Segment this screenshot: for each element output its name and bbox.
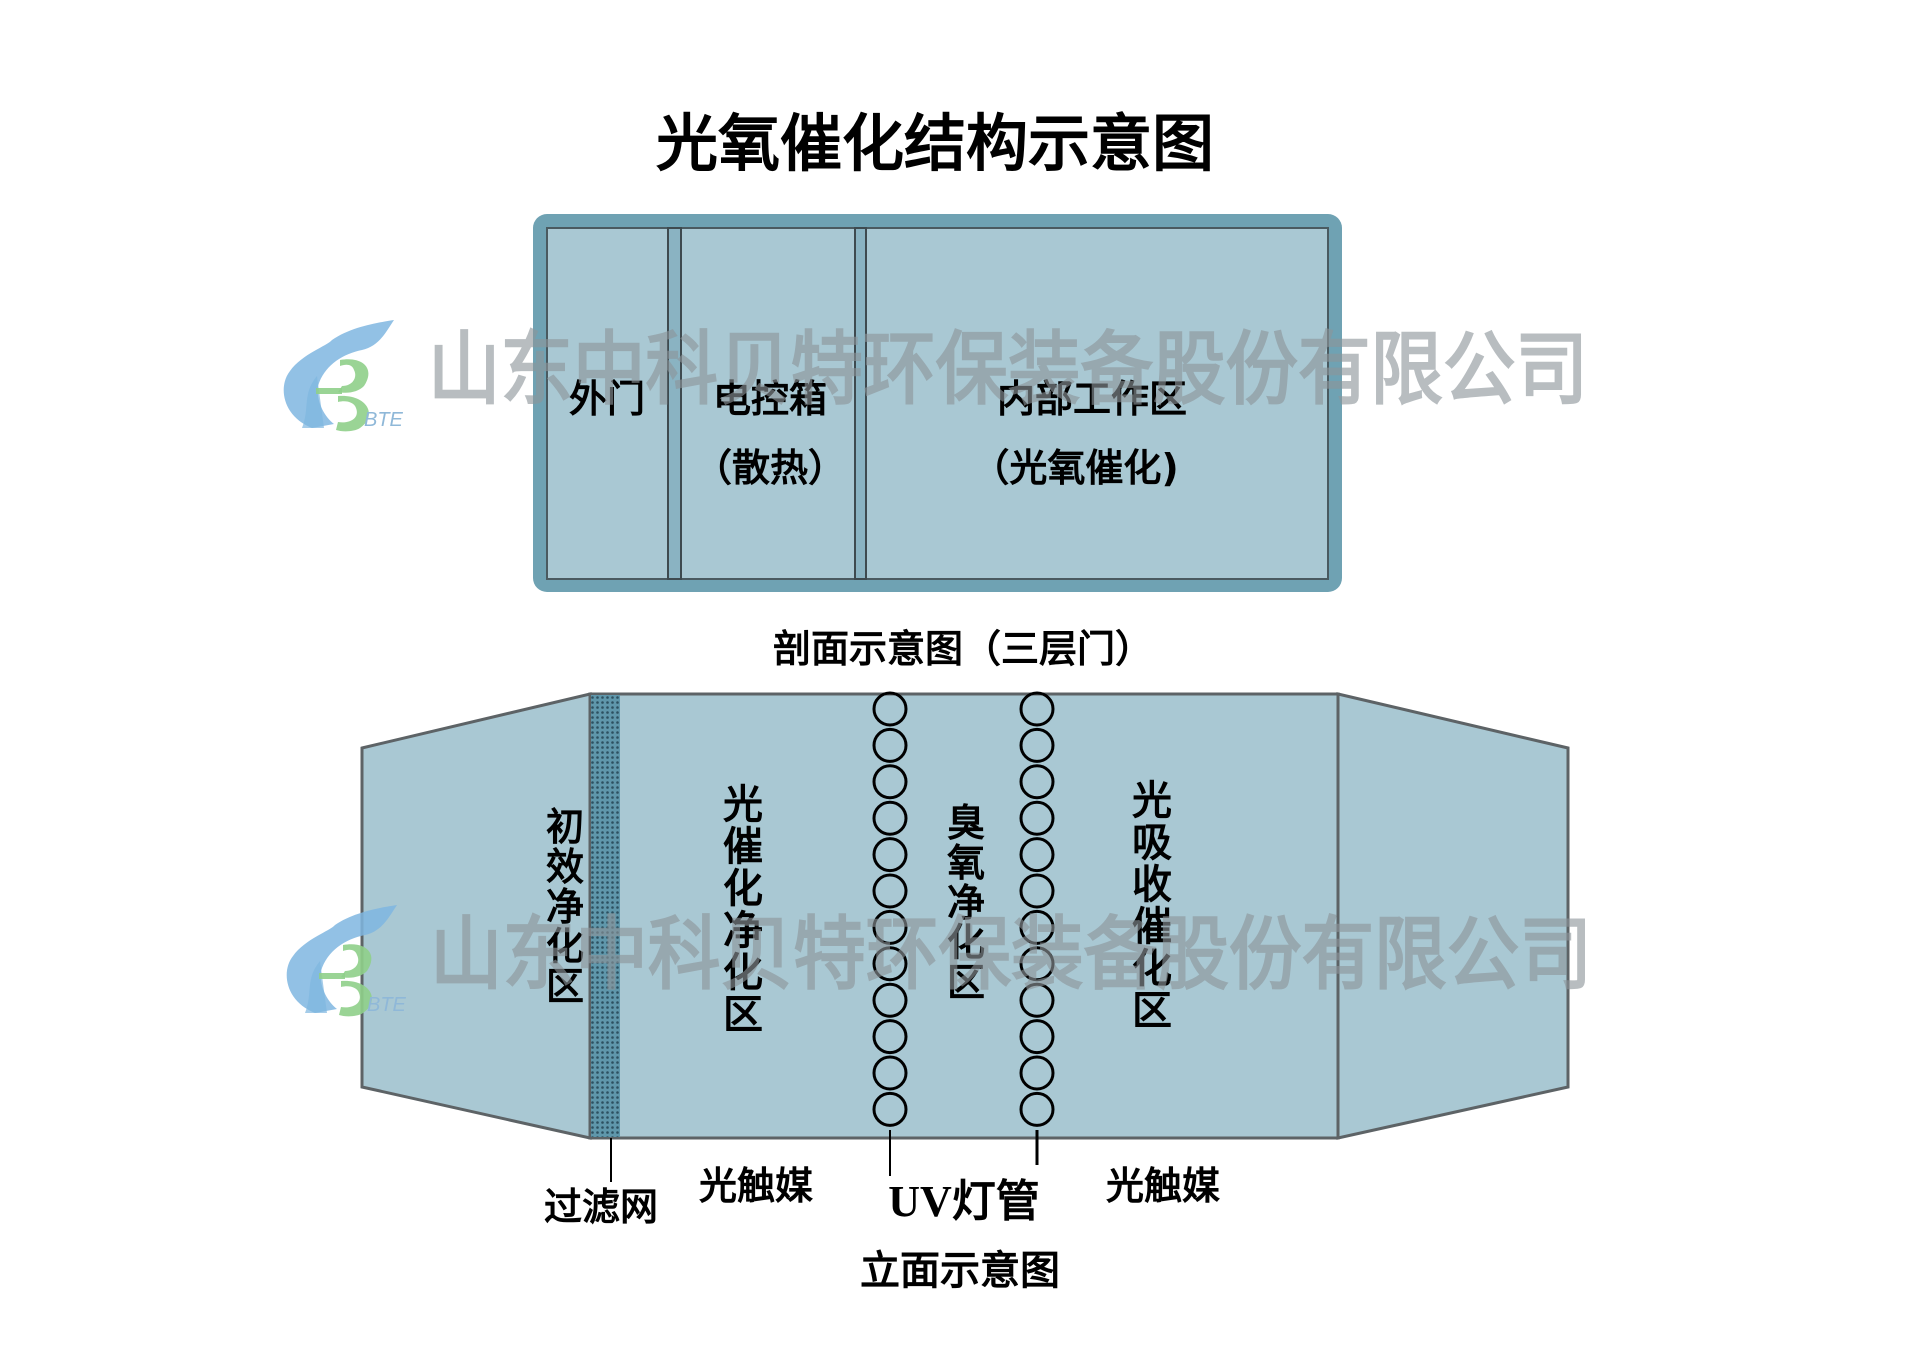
uv-tube-icon: [872, 764, 908, 800]
compartment-work-area-label: 内部工作区: [997, 377, 1187, 421]
bte-logo-icon: BTE: [286, 905, 407, 1017]
bte-logo-text: BTE: [367, 994, 407, 1016]
uv-tube-icon: [872, 691, 908, 727]
uv-tube-icon: [1019, 691, 1055, 727]
uv-tube-icon: [872, 1091, 908, 1127]
uv-tube-icon: [1019, 800, 1055, 836]
elevation-view: 初效净化区 光催化净化区 臭氧净化区 光吸收催化区: [360, 691, 1570, 1140]
uv-tube-icon: [1019, 837, 1055, 873]
zone-label-photocatalysis: 光催化净化区: [723, 782, 763, 1038]
uv-tube-icon: [872, 909, 908, 945]
door-divider-2: [854, 227, 867, 580]
main-body: [588, 692, 1340, 1140]
uv-tube-icon: [1019, 946, 1055, 982]
compartment-work-area-sublabel: （光氧催化): [971, 446, 1178, 490]
uv-tube-icon: [872, 1019, 908, 1055]
filter-mesh: [591, 695, 620, 1137]
bte-logo-text: BTE: [364, 409, 404, 431]
elevation-view-caption: 立面示意图: [860, 1248, 1060, 1294]
zone-label-primary-filter: 初效净化区: [546, 805, 584, 1009]
uv-tube-icon: [1019, 764, 1055, 800]
uv-tube-icon: [872, 1055, 908, 1091]
callout-photocatalyst-left: 光触媒: [699, 1164, 813, 1208]
uv-tube-icon: [872, 946, 908, 982]
uv-tube-icon: [872, 837, 908, 873]
uv-tube-icon: [1019, 1091, 1055, 1127]
compartment-control-box-label: 电控箱: [713, 377, 827, 421]
uv-tube-icon: [1019, 727, 1055, 763]
uv-tube-icon: [1019, 1019, 1055, 1055]
uv-tube-column-right: [1019, 691, 1055, 1127]
section-view: 外门 电控箱 （散热） 内部工作区 （光氧催化): [533, 214, 1342, 592]
zone-label-light-absorption: 光吸收催化区: [1132, 778, 1172, 1034]
door-divider-1: [667, 227, 682, 580]
uv-tube-icon: [872, 982, 908, 1018]
uv-tube-icon: [872, 727, 908, 763]
section-view-caption: 剖面示意图（三层门）: [773, 627, 1153, 671]
uv-tube-icon: [872, 873, 908, 909]
bte-logo-icon: BTE: [283, 320, 404, 432]
callout-uv-lamp: UV灯管: [888, 1177, 1040, 1226]
callout-photocatalyst-right: 光触媒: [1106, 1164, 1220, 1208]
compartment-outer-door-label: 外门: [569, 377, 645, 421]
page-title: 光氧催化结构示意图: [656, 107, 1214, 180]
uv-tube-icon: [1019, 1055, 1055, 1091]
callout-filter-mesh: 过滤网: [544, 1185, 658, 1229]
uv-tube-column-left: [872, 691, 908, 1127]
uv-tube-icon: [872, 800, 908, 836]
uv-tube-icon: [1019, 909, 1055, 945]
zone-label-ozone: 臭氧净化区: [947, 801, 985, 1005]
compartment-control-box-sublabel: （散热）: [694, 446, 846, 490]
watermark-top: BTE 山东中科贝特环保装备股份有限公司: [283, 320, 1588, 432]
watermark-company-text: 山东中科贝特环保装备股份有限公司: [428, 323, 1588, 416]
uv-tube-icon: [1019, 873, 1055, 909]
watermark-bottom: BTE 山东中科贝特环保装备股份有限公司: [286, 905, 1592, 1017]
watermark-company-text: 山东中科贝特环保装备股份有限公司: [430, 908, 1592, 1001]
uv-tube-icon: [1019, 982, 1055, 1018]
